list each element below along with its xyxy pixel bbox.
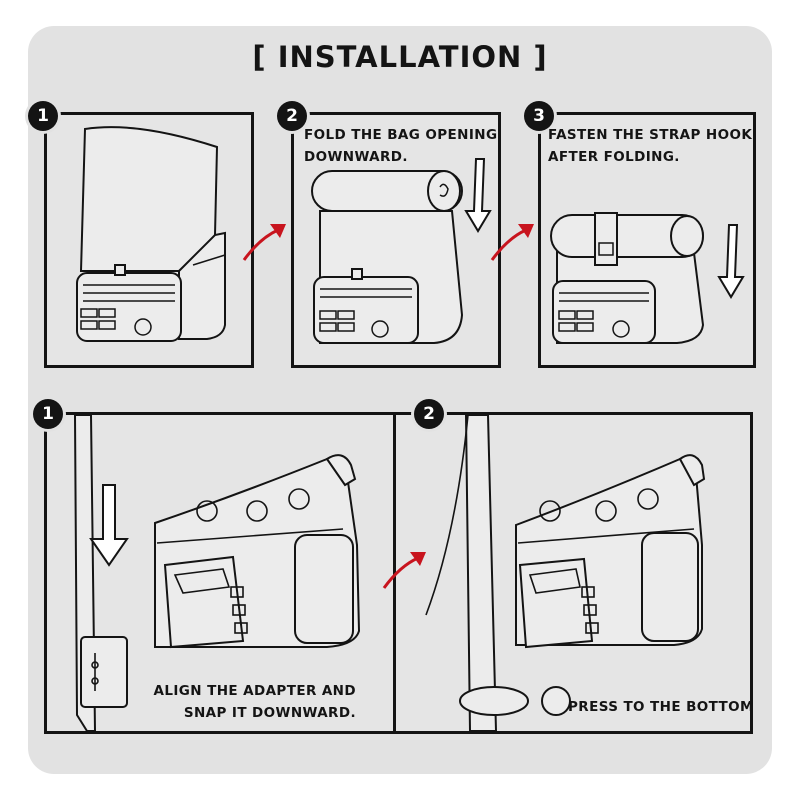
top-step-3-caption: FASTEN THE STRAP HOOK AFTER FOLDING. [548, 127, 753, 165]
top-step-2-panel [291, 112, 501, 368]
top-step-3-badge: 3 [524, 101, 554, 131]
strapped-bag-illustration [550, 212, 745, 344]
folded-bag-illustration [311, 158, 492, 344]
bottom-step-1-panel [44, 412, 406, 734]
red-next-arrow-icon [490, 224, 534, 261]
press-bottom-illustration [425, 415, 706, 731]
bottom-step-2-badge: 2 [414, 399, 444, 429]
down-arrow-icon [717, 224, 745, 299]
down-arrow-icon [89, 484, 129, 567]
top-step-1-panel [44, 112, 254, 368]
top-step-2-badge: 2 [277, 101, 307, 131]
top-step-1-badge: 1 [28, 101, 58, 131]
top-step-2-caption: FOLD THE BAG OPENING DOWNWARD. [304, 127, 498, 165]
down-arrow-icon [464, 158, 492, 233]
bottom-step-2-caption: PRESS TO THE BOTTOM [568, 699, 754, 715]
bottom-step-1-caption: ALIGN THE ADAPTER AND SNAP IT DOWNWARD. [153, 683, 356, 721]
bottom-step-2-panel [393, 412, 753, 734]
red-next-arrow-icon [242, 224, 286, 261]
top-step-3-panel [538, 112, 756, 368]
adapter-align-illustration [73, 415, 361, 731]
open-bag-illustration [76, 126, 226, 342]
red-next-arrow-icon [382, 552, 426, 589]
page-title: [ INSTALLATION ] [252, 40, 548, 74]
bottom-step-1-badge: 1 [33, 399, 63, 429]
